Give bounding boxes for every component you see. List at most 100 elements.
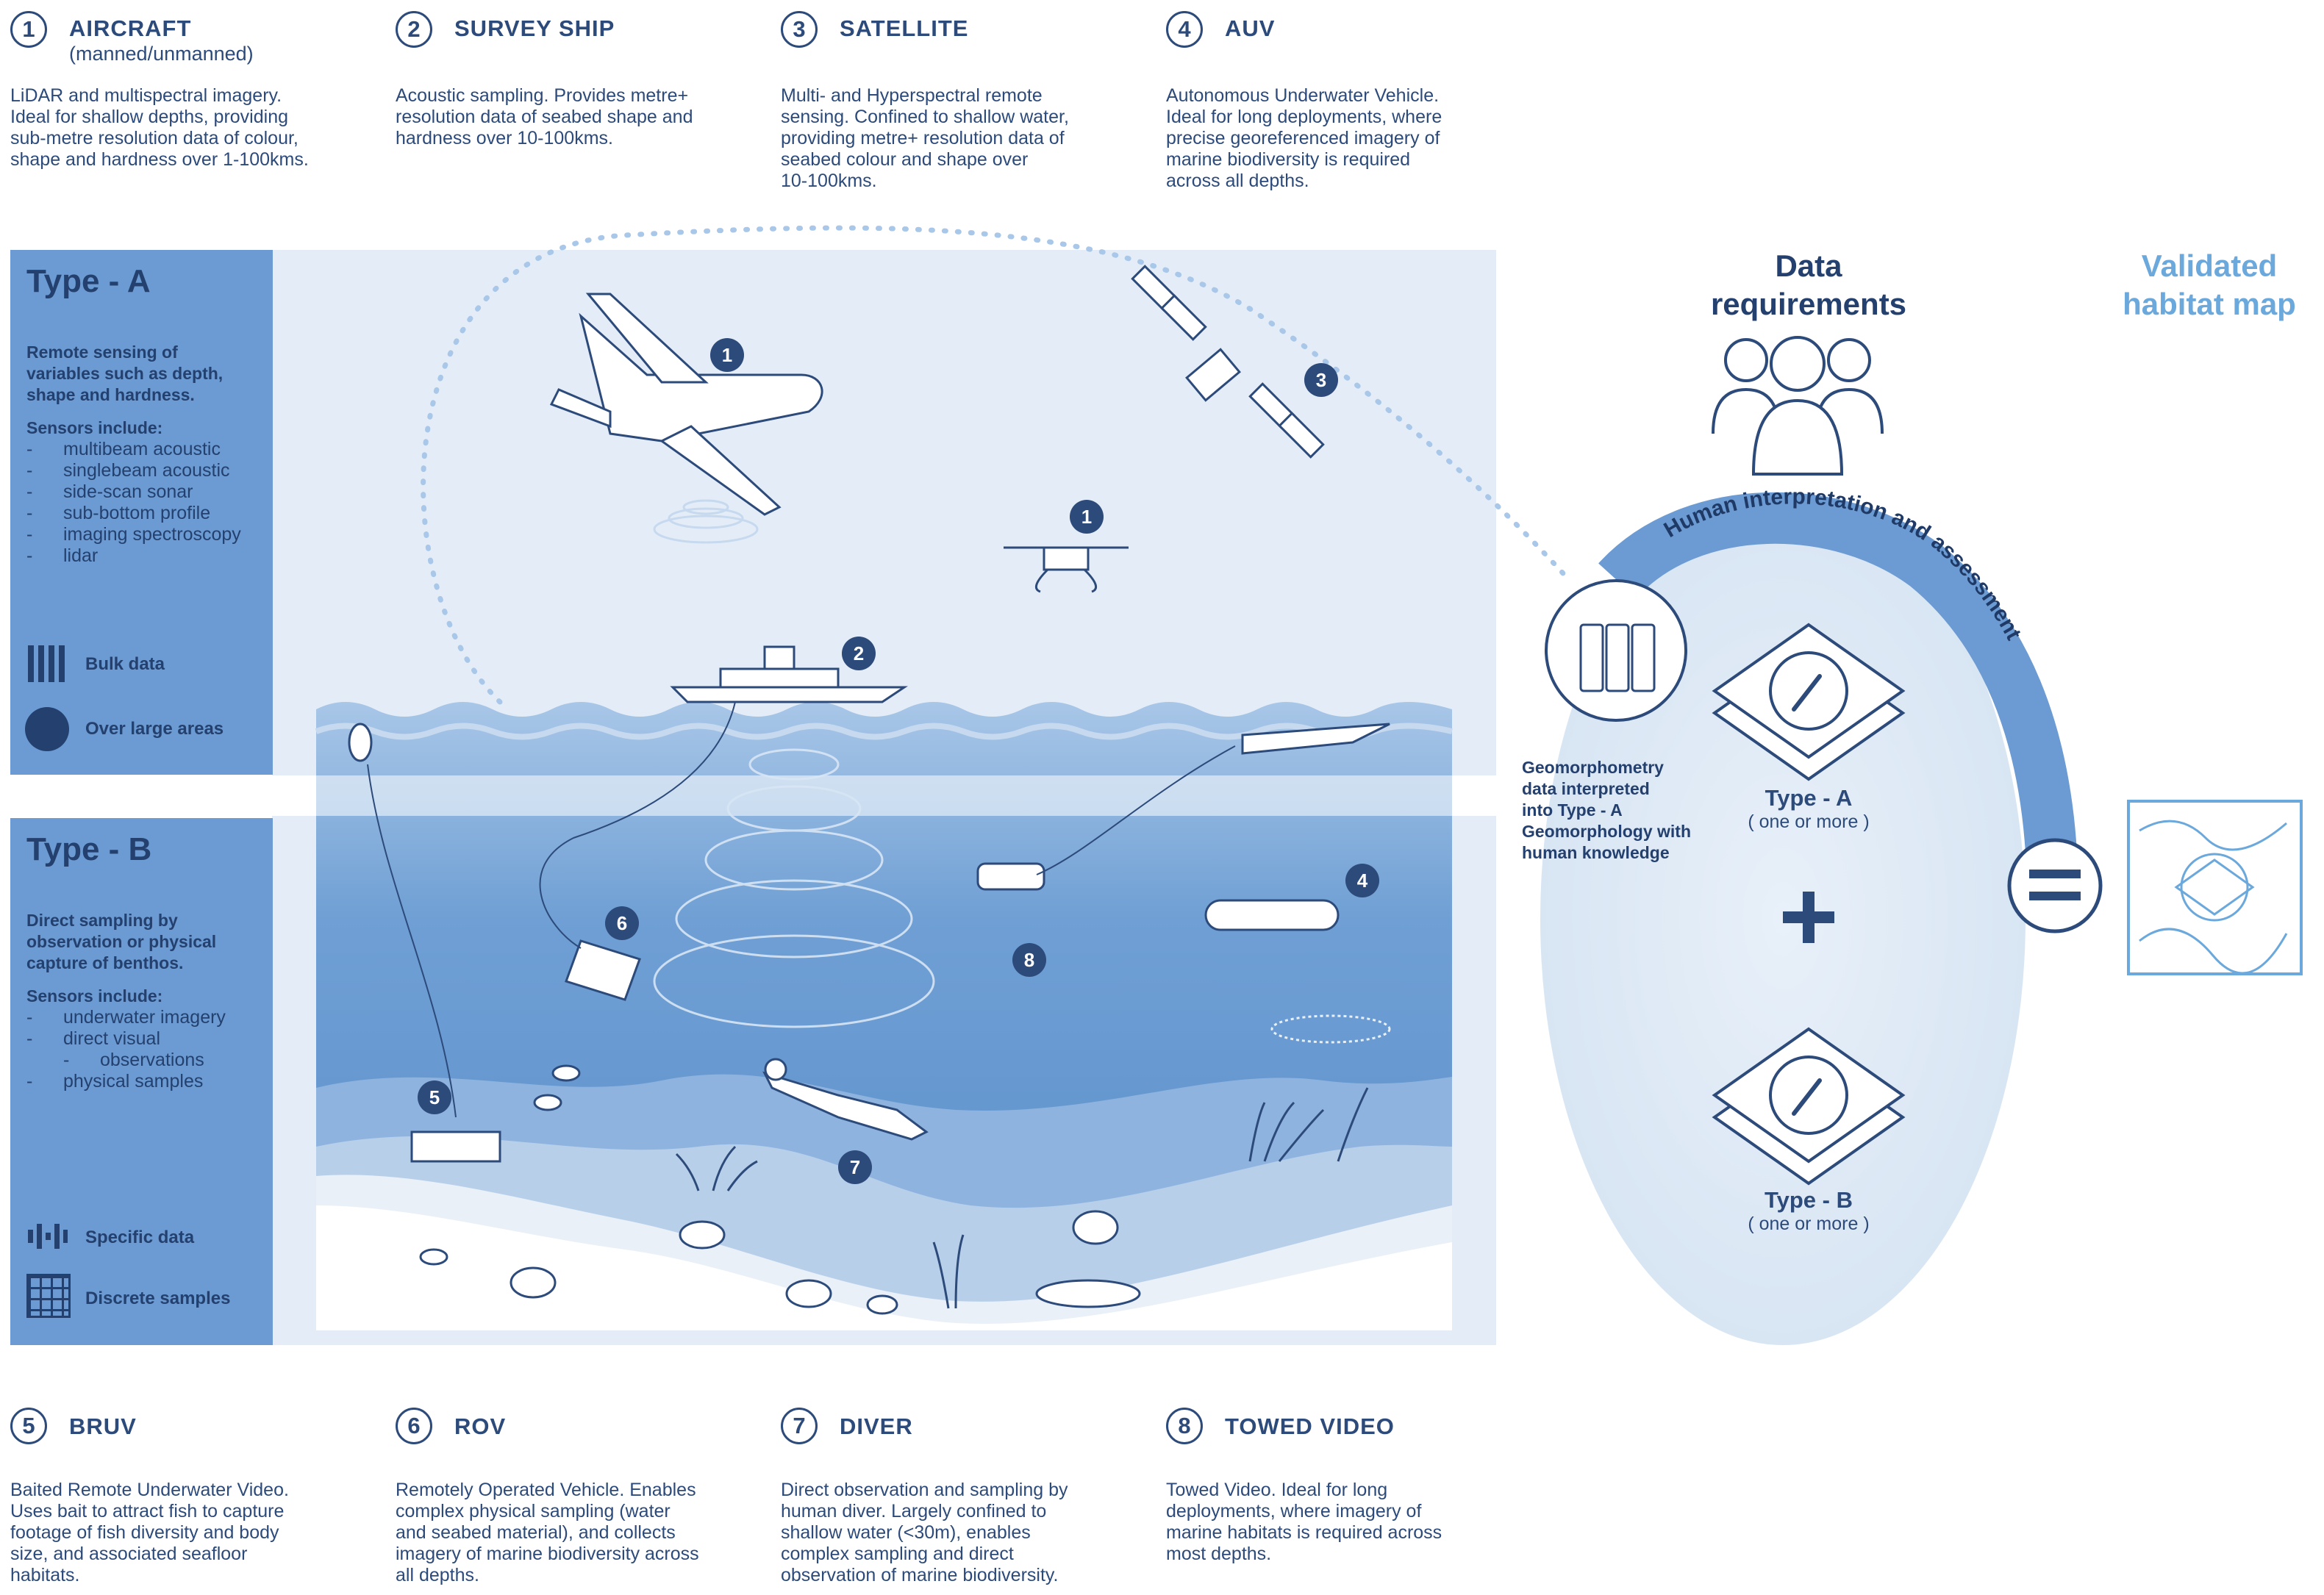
type-b-sensors-heading: Sensors include: xyxy=(26,986,163,1006)
bulk-data-icon xyxy=(28,645,65,682)
type-a-sensor: imaging spectroscopy xyxy=(26,524,269,545)
type-b-intro-3: capture of benthos. xyxy=(26,953,184,972)
method-description-line: complex physical sampling (water xyxy=(396,1501,671,1521)
method-description-line: marine biodiversity is required xyxy=(1166,149,1411,170)
method-description-line: precise georeferenced imagery of xyxy=(1166,128,1440,148)
type-b-output: Type - B ( one or more ) xyxy=(1748,1187,1870,1234)
method-description-line: across all depths. xyxy=(1166,171,1309,191)
type-a-panel: Type - A Remote sensing of variables suc… xyxy=(10,250,273,775)
type-b-sensor: physical samples xyxy=(26,1071,269,1092)
specific-data-icon xyxy=(28,1224,68,1249)
scene-marker-5: 5 xyxy=(418,1080,451,1114)
method-description-line: and seabed material), and collects xyxy=(396,1522,676,1543)
discrete-samples-icon xyxy=(26,1274,71,1318)
method-description-line: sensing. Confined to shallow water, xyxy=(781,107,1069,127)
method-description-line: Ideal for long deployments, where xyxy=(1166,107,1442,127)
method-description-line: hardness over 10-100kms. xyxy=(396,128,613,148)
aircraft-illustration xyxy=(549,293,823,516)
method-title: SURVEY SHIP xyxy=(454,15,615,41)
method-description-line: seabed colour and shape over xyxy=(781,149,1029,170)
satellite-illustration xyxy=(1131,265,1325,459)
type-b-sensor: direct visual xyxy=(26,1028,269,1050)
method-number: 4 xyxy=(1166,11,1203,48)
drone-illustration xyxy=(1004,546,1129,593)
ship-illustration xyxy=(670,645,908,703)
method-description-line: marine habitats is required across xyxy=(1166,1522,1442,1543)
data-requirements-heading: Data requirements xyxy=(1710,248,1907,321)
scene-marker-7: 7 xyxy=(838,1150,872,1184)
type-a-intro-2: variables such as depth, xyxy=(26,364,224,383)
method-description-line: Acoustic sampling. Provides metre+ xyxy=(396,85,689,106)
method-description-line: Ideal for shallow depths, providing xyxy=(10,107,289,127)
method-description-line: Autonomous Underwater Vehicle. xyxy=(1166,85,1440,106)
type-b-intro-1: Direct sampling by xyxy=(26,911,178,930)
method-description-line: size, and associated seafloor xyxy=(10,1544,248,1564)
method-description-line: resolution data of seabed shape and xyxy=(396,107,693,127)
type-b-intro-2: observation or physical xyxy=(26,932,217,951)
method-description-line: Multi- and Hyperspectral remote xyxy=(781,85,1043,106)
method-description-line: providing metre+ resolution data of xyxy=(781,128,1065,148)
type-a-output: Type - A ( one or more ) xyxy=(1748,785,1870,832)
type-a-sensor: lidar xyxy=(26,545,269,567)
validated-habitat-map-heading: Validated habitat map xyxy=(2123,248,2296,321)
method-description-line: 10-100kms. xyxy=(781,171,877,191)
method-description-line: Remotely Operated Vehicle. Enables xyxy=(396,1480,696,1500)
method-description-line: Towed Video. Ideal for long xyxy=(1166,1480,1388,1500)
method-description-line: sub-metre resolution data of colour, xyxy=(10,128,298,148)
method-description-line: shape and hardness over 1-100kms. xyxy=(10,149,309,170)
type-a-sensor: side-scan sonar xyxy=(26,481,269,503)
method-description-line: observation of marine biodiversity. xyxy=(781,1565,1059,1585)
method-number: 1 xyxy=(10,11,47,48)
method-number: 7 xyxy=(781,1408,818,1444)
scene-marker-8: 8 xyxy=(1012,943,1046,977)
method-number: 5 xyxy=(10,1408,47,1444)
type-a-sensor: singlebeam acoustic xyxy=(26,460,269,481)
type-a-sensors-heading: Sensors include: xyxy=(26,418,163,437)
scene-marker-4: 4 xyxy=(1345,864,1379,897)
method-description-line: imagery of marine biodiversity across xyxy=(396,1544,699,1564)
method-title: SATELLITE xyxy=(840,15,969,41)
method-description-line: human diver. Largely confined to xyxy=(781,1501,1047,1521)
method-description-line: LiDAR and multispectral imagery. xyxy=(10,85,282,106)
diver-illustration xyxy=(762,1058,929,1141)
method-description-line: Direct observation and sampling by xyxy=(781,1480,1068,1500)
scene-marker-1: 1 xyxy=(710,338,744,372)
scene-marker-3: 3 xyxy=(1304,363,1338,397)
method-number: 3 xyxy=(781,11,818,48)
method-description-line: deployments, where imagery of xyxy=(1166,1501,1422,1521)
scene-marker-6: 6 xyxy=(605,906,639,940)
method-title: TOWED VIDEO xyxy=(1225,1413,1395,1439)
method-title: DIVER xyxy=(840,1413,913,1439)
method-subtitle: (manned/unmanned) xyxy=(69,43,254,65)
specific-data-label: Specific data xyxy=(85,1227,195,1247)
type-a-intro-1: Remote sensing of xyxy=(26,343,178,362)
type-b-panel: Type - B Direct sampling by observation … xyxy=(10,818,273,1345)
method-number: 6 xyxy=(396,1408,432,1444)
method-number: 8 xyxy=(1166,1408,1203,1444)
method-description-line: all depths. xyxy=(396,1565,479,1585)
type-b-sensor-cont: observations xyxy=(26,1050,269,1071)
type-a-intro-3: shape and hardness. xyxy=(26,385,195,404)
large-area-icon xyxy=(25,707,69,751)
method-title: ROV xyxy=(454,1413,507,1439)
scene-marker-1: 1 xyxy=(1070,500,1104,534)
method-description-line: footage of fish diversity and body xyxy=(10,1522,279,1543)
type-a-sensor: multibeam acoustic xyxy=(26,439,269,460)
method-description-line: habitats. xyxy=(10,1565,80,1585)
method-description-line: Baited Remote Underwater Video. xyxy=(10,1480,289,1500)
method-description-line: most depths. xyxy=(1166,1544,1272,1564)
method-title: BRUV xyxy=(69,1413,137,1439)
type-b-title: Type - B xyxy=(26,831,152,867)
scene-marker-2: 2 xyxy=(842,637,876,670)
large-area-label: Over large areas xyxy=(85,719,224,739)
bulk-data-label: Bulk data xyxy=(85,654,165,674)
method-description-line: Uses bait to attract fish to capture xyxy=(10,1501,285,1521)
method-title: AUV xyxy=(1225,15,1276,41)
type-a-sensor: sub-bottom profile xyxy=(26,503,269,524)
method-number: 2 xyxy=(396,11,432,48)
geomorphometry-note: Geomorphometry data interpreted into Typ… xyxy=(1522,758,1691,862)
type-a-title: Type - A xyxy=(26,263,151,299)
method-description-line: shallow water (<30m), enables xyxy=(781,1522,1031,1543)
method-description-line: complex sampling and direct xyxy=(781,1544,1014,1564)
